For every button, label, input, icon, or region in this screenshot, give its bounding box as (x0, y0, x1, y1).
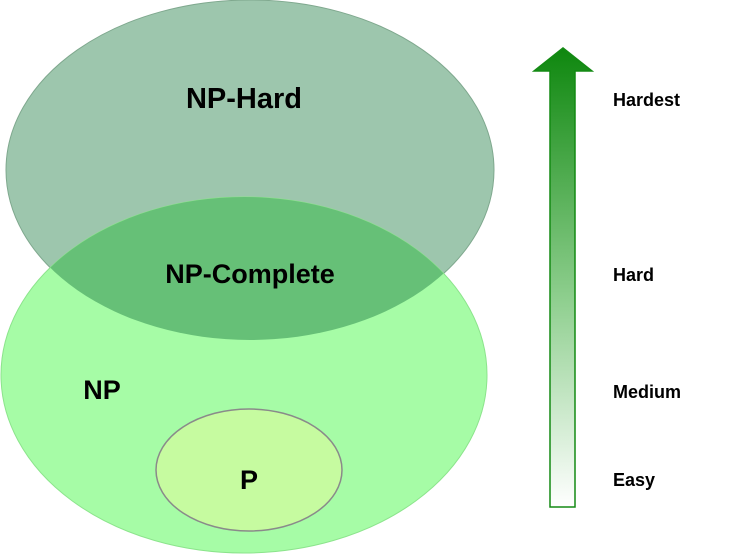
np-complete-label: NP-Complete (165, 259, 335, 289)
np-label: NP (83, 375, 121, 405)
scale-label-hard: Hard (613, 265, 655, 285)
p-label: P (240, 465, 258, 495)
p-ellipse (155, 408, 343, 532)
difficulty-arrow-icon (531, 47, 595, 508)
scale-label-easy: Easy (613, 470, 656, 490)
np-complete-overlap (6, 197, 487, 340)
scale-label-medium: Medium (613, 382, 682, 402)
scale-label-hardest: Hardest (613, 90, 681, 110)
np-hard-label: NP-Hard (186, 83, 302, 115)
